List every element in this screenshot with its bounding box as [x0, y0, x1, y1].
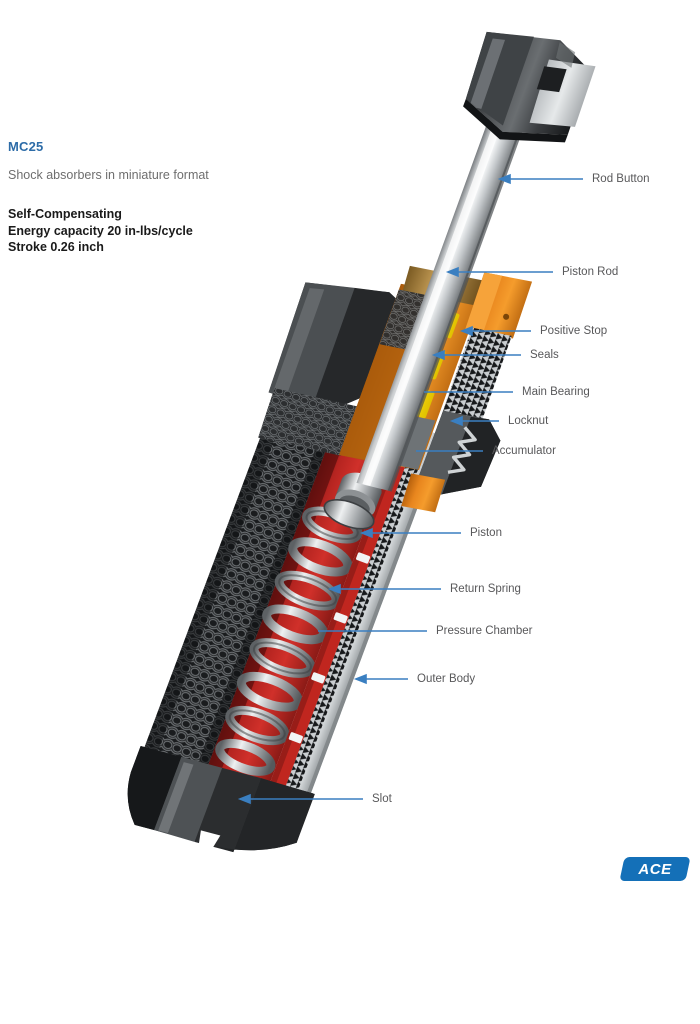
product-subtitle: Shock absorbers in miniature format [8, 168, 209, 182]
page-title: MC25 [8, 139, 44, 154]
positive-stop [465, 272, 533, 339]
outer-body-cut-wall [282, 427, 445, 800]
rod-button [463, 31, 596, 143]
callout-outer-body: Outer Body [417, 673, 476, 685]
callout-positive-stop: Positive Stop [540, 325, 608, 337]
callout-main-bearing: Main Bearing [522, 386, 590, 398]
callout-piston-rod: Piston Rod [562, 266, 619, 278]
bottom-end-cap [127, 745, 315, 853]
spec-item: Stroke 0.26 inch [8, 240, 104, 254]
callout-accumulator: Accumulator [492, 445, 556, 457]
callout-slot: Slot [372, 793, 392, 805]
callout-locknut: Locknut [508, 415, 549, 427]
callout-piston: Piston [470, 527, 502, 539]
return-spring [215, 506, 363, 776]
callout-rod-button: Rod Button [592, 173, 650, 185]
callout-seals: Seals [530, 349, 559, 361]
callout-leader-lines [237, 173, 583, 805]
callout-pressure-chamber: Pressure Chamber [436, 625, 533, 637]
outer-body [139, 393, 339, 784]
logo-text: ACE [638, 860, 672, 878]
assembly-group [127, 31, 596, 853]
callout-return-spring: Return Spring [450, 583, 521, 595]
ace-logo: ACE [619, 857, 691, 881]
spec-item: Self-Compensating [8, 207, 122, 221]
header-text-block: MC25 Shock absorbers in miniature format… [8, 138, 428, 256]
specification-list: Self-Compensating Energy capacity 20 in-… [8, 206, 428, 256]
spec-item: Energy capacity 20 in-lbs/cycle [8, 223, 193, 238]
piston [323, 472, 382, 530]
